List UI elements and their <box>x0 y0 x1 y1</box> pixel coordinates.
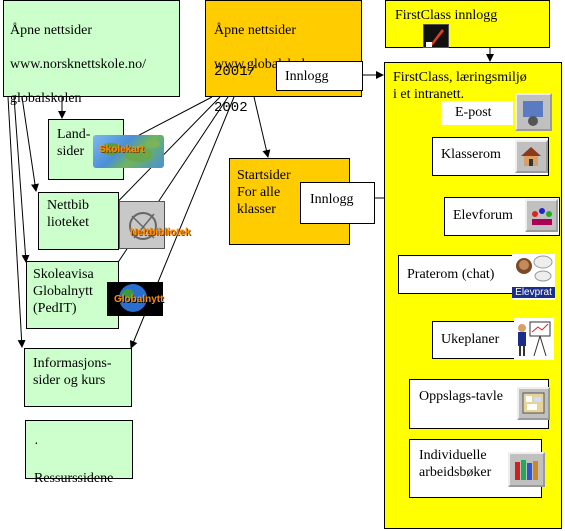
globalskolen-year-start: 2001/ <box>214 64 257 80</box>
informasjonssider-label: Informasjons- sider og kurs <box>33 356 112 388</box>
elevprat-icon-label: Elevprat <box>512 287 555 298</box>
landsider-box[interactable]: Land- sider <box>48 119 124 180</box>
ukeplaner-item[interactable]: Ukeplaner <box>432 321 516 359</box>
globalskolen-title: Åpne nettsider <box>214 23 297 38</box>
nettbiblioteket-label: Nettbib lioteket <box>47 198 89 230</box>
firstclass-login-box[interactable]: FirstClass innlogg <box>385 0 550 48</box>
nettbibliotek-icon[interactable]: Nettbibliotek <box>119 201 191 249</box>
innlogg-top-button[interactable]: Innlogg <box>276 61 363 91</box>
ressurssidene-bullet: · <box>34 437 39 452</box>
epost-label: E-post <box>455 105 492 120</box>
books-icon[interactable] <box>508 452 545 487</box>
ukeplaner-label: Ukeplaner <box>441 332 500 347</box>
innlogg-top-label: Innlogg <box>285 69 329 84</box>
ressurssidene-box[interactable]: · Ressurssidene <box>25 420 133 486</box>
presentation-easel-icon[interactable] <box>514 318 554 360</box>
elevforum-label: Elevforum <box>453 208 513 223</box>
forum-icon[interactable] <box>525 199 558 232</box>
globalnytt-globe-icon[interactable]: Globalnytt <box>107 282 163 316</box>
ressurssidene-label: Ressurssidene <box>34 471 114 486</box>
nettbibliotek-icon-label: Nettbibliotek <box>130 227 191 238</box>
praterom-item[interactable]: Praterom (chat) <box>398 255 514 294</box>
globalnytt-icon-label: Globalnytt <box>114 294 164 305</box>
informasjonssider-box[interactable]: Informasjons- sider og kurs <box>24 348 132 407</box>
oppslagstavle-label: Oppslags-tavle <box>419 389 503 404</box>
skoleavisa-box[interactable]: Skoleavisa Globalnytt (PedIT) <box>26 261 119 329</box>
firstclass-main-title: FirstClass, læringsmiljø i et intranett. <box>393 70 527 102</box>
arbeidsboker-label: Individuelle arbeidsbøker <box>419 448 492 480</box>
school-house-icon[interactable] <box>515 140 548 173</box>
skoleavisa-label: Skoleavisa Globalnytt (PedIT) <box>33 267 94 316</box>
globalskolen-year-end: 2002 <box>214 100 248 116</box>
skolekart-icon-label: Skolekart <box>99 144 145 155</box>
firstclass-login-label: FirstClass innlogg <box>395 8 498 23</box>
innlogg-mid-button[interactable]: Innlogg <box>300 182 375 224</box>
innlogg-mid-label: Innlogg <box>310 192 354 207</box>
skolekart-map-icon[interactable]: Skolekart <box>93 135 164 168</box>
firstclass-app-icon[interactable] <box>423 24 449 48</box>
norsknettskole-path: globalskolen <box>10 91 82 106</box>
landsider-label: Land- sider <box>57 127 91 159</box>
mailbox-icon[interactable] <box>515 93 552 131</box>
bulletin-board-icon[interactable] <box>517 387 550 420</box>
klasserom-label: Klasserom <box>441 147 501 162</box>
epost-item[interactable]: E-post <box>441 101 513 125</box>
startsider-label: Startsider For alle klasser <box>237 168 291 217</box>
norsknettskole-title: Åpne nettsider <box>10 23 93 38</box>
nettbiblioteket-box[interactable]: Nettbib lioteket <box>38 192 119 250</box>
norsknettskole-box[interactable]: Åpne nettsider www.norsknettskole.no/ gl… <box>3 0 180 106</box>
norsknettskole-url[interactable]: www.norsknettskole.no/ <box>10 57 146 72</box>
chat-people-icon[interactable]: Elevprat <box>512 254 555 300</box>
praterom-label: Praterom (chat) <box>407 267 495 282</box>
